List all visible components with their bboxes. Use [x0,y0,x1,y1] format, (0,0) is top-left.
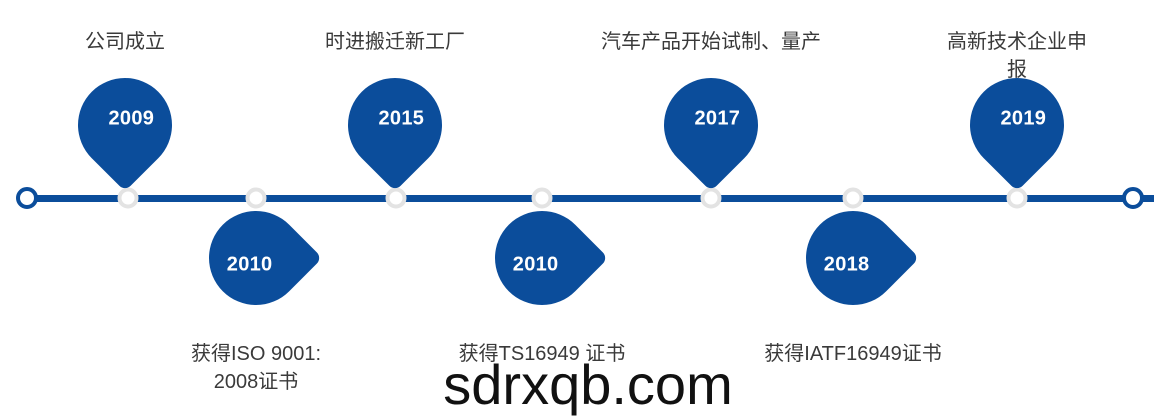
milestone-year: 2009 [108,107,155,130]
timeline-node-marker [842,187,864,209]
timeline-axis-line [22,195,1154,202]
milestone-pin[interactable]: 2018 [786,191,920,325]
milestone-pin[interactable]: 2010 [475,191,609,325]
milestone-caption: 高新技术企业申报 [947,31,1087,81]
milestone-caption: 公司成立 [85,31,165,53]
milestone-year: 2018 [823,252,870,275]
milestone-caption: 获得IATF16949证书 [764,343,942,365]
milestone-year: 2010 [226,252,273,275]
milestone-year: 2015 [378,107,425,130]
timeline-node-marker [245,187,267,209]
axis-start [16,187,38,209]
milestone-caption: 获得TS16949 证书 [458,343,626,365]
milestone-caption: 获得ISO 9001: 2008证书 [190,343,322,393]
milestone-pin[interactable]: 2015 [328,58,462,192]
timeline-node-marker [1006,187,1028,209]
milestone-pin[interactable]: 2017 [644,58,778,192]
timeline-node-marker [117,187,139,209]
timeline-node-marker [531,187,553,209]
milestone-year: 2017 [694,107,741,130]
timeline-node-marker [385,187,407,209]
milestone-pin[interactable]: 2009 [58,58,192,192]
axis-end [1122,187,1144,209]
timeline-node-marker [700,187,722,209]
milestone-year: 2010 [512,252,559,275]
milestone-caption: 汽车产品开始试制、量产 [601,31,821,53]
milestone-pin[interactable]: 2010 [189,191,323,325]
milestone-year: 2019 [1000,107,1047,130]
milestone-caption: 时进搬迁新工厂 [325,31,465,53]
